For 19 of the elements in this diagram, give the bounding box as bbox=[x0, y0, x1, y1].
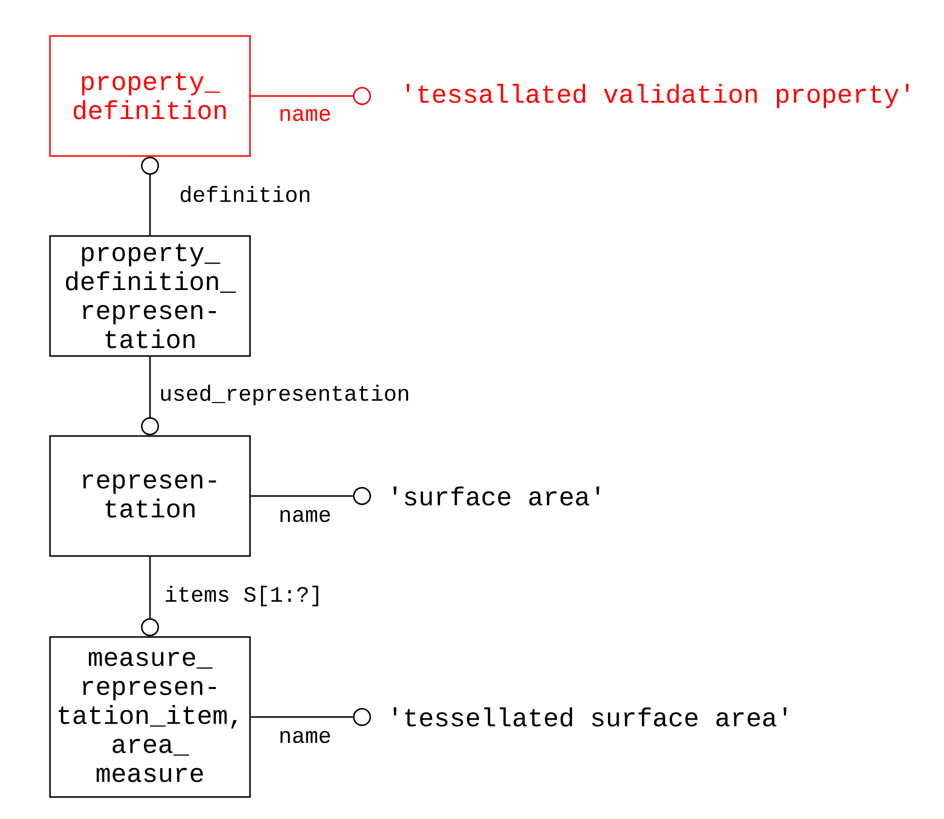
value-text: 'tessellated surface area' bbox=[394, 707, 786, 727]
edge-label: used_representation bbox=[158, 384, 412, 406]
connector bbox=[141, 356, 159, 436]
edge-label: name bbox=[278, 508, 332, 524]
connector bbox=[141, 556, 159, 636]
entity-box: property_ definition_ represen- tation bbox=[49, 235, 251, 357]
value-text: 'surface area' bbox=[394, 486, 600, 506]
value-text: 'tessallated validation property' bbox=[406, 84, 909, 108]
entity-box: property_ definition bbox=[49, 35, 251, 157]
edge-label: definition bbox=[178, 184, 312, 204]
connector bbox=[141, 156, 159, 236]
connector bbox=[250, 487, 371, 505]
edge-label: items S[1:?] bbox=[163, 584, 324, 608]
entity-box: represen- tation bbox=[49, 435, 251, 557]
edge-label: name bbox=[278, 108, 332, 122]
connector bbox=[250, 87, 371, 105]
entity-box: measure_ represen- tation_item, area_ measure bbox=[49, 636, 251, 798]
connector bbox=[250, 708, 371, 726]
edge-label: name bbox=[278, 730, 332, 744]
